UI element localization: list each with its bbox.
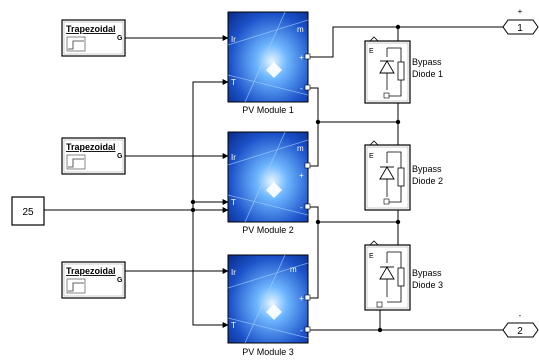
pv-module-label: PV Module 2 [242,225,294,235]
pv-module-label: PV Module 1 [242,105,294,115]
diode-label-line2: Diode 2 [412,176,443,186]
diode-label-line1: Bypass [412,57,442,67]
constant-value: 25 [22,207,34,218]
trap-title: Trapezoidal [66,142,116,152]
branch-point [190,199,196,205]
outport-2[interactable]: 2 - [502,311,539,338]
trap-port-g: G [117,277,123,284]
branch-point [190,207,196,213]
wire-const-t1[interactable] [192,79,229,210]
port-t: T [231,198,236,207]
trapezoidal-block-1[interactable]: Trapezoidal G [61,19,126,57]
pv-module-3[interactable]: Ir T m + - PV Module 3 [227,254,311,357]
port-m: m [297,144,304,153]
port-m: m [297,25,304,34]
pv-module-2[interactable]: Ir T m + - PV Module 2 [227,131,311,235]
connection-nodes [315,24,401,333]
port-ir: Ir [231,153,236,162]
trap-title: Trapezoidal [66,266,116,276]
port-plus: + [299,171,304,180]
port-ir: Ir [231,268,236,277]
outport-sign: + [518,7,523,16]
constant-block[interactable]: 25 [11,196,45,226]
port-minus: - [300,84,303,93]
diode-port-e: E [369,153,374,160]
port-t: T [231,78,236,87]
signal-wires [44,35,229,328]
outport-sign: - [519,311,522,320]
outport-1[interactable]: 1 + [502,7,539,35]
port-plus: + [299,294,304,303]
port-ir: Ir [231,35,236,44]
outport-number: 1 [517,23,523,34]
trap-title: Trapezoidal [66,24,116,34]
diode-label-line1: Bypass [412,268,442,278]
diode-port-e: E [369,48,374,55]
port-m: m [290,265,297,274]
wire-m2-plus[interactable] [308,122,319,167]
trap-port-g: G [117,35,123,42]
bypass-diode-1[interactable]: E Bypass Diode 1 [364,36,443,104]
trapezoidal-block-3[interactable]: Trapezoidal G [61,261,126,299]
outport-number: 2 [517,326,523,337]
trapezoidal-block-2[interactable]: Trapezoidal G [61,137,126,175]
wire-plus-rail[interactable] [308,26,505,58]
pv-module-1[interactable]: Ir T m + - PV Module 1 [227,11,311,115]
bypass-diode-3[interactable]: E Bypass Diode 3 [364,240,443,311]
port-plus: + [299,53,304,62]
pv-module-label: PV Module 3 [242,347,294,357]
diode-port-e: E [369,253,374,260]
diode-label-line2: Diode 3 [412,280,443,290]
bypass-diode-2[interactable]: E Bypass Diode 2 [364,140,443,211]
diode-label-line1: Bypass [412,164,442,174]
port-minus: - [300,326,303,335]
trap-port-g: G [117,153,123,160]
port-t: T [231,321,236,330]
wire-const-t3[interactable] [192,210,229,328]
port-minus: - [300,203,303,212]
wire-m3-plus[interactable] [308,222,319,299]
diode-label-line2: Diode 1 [412,69,443,79]
